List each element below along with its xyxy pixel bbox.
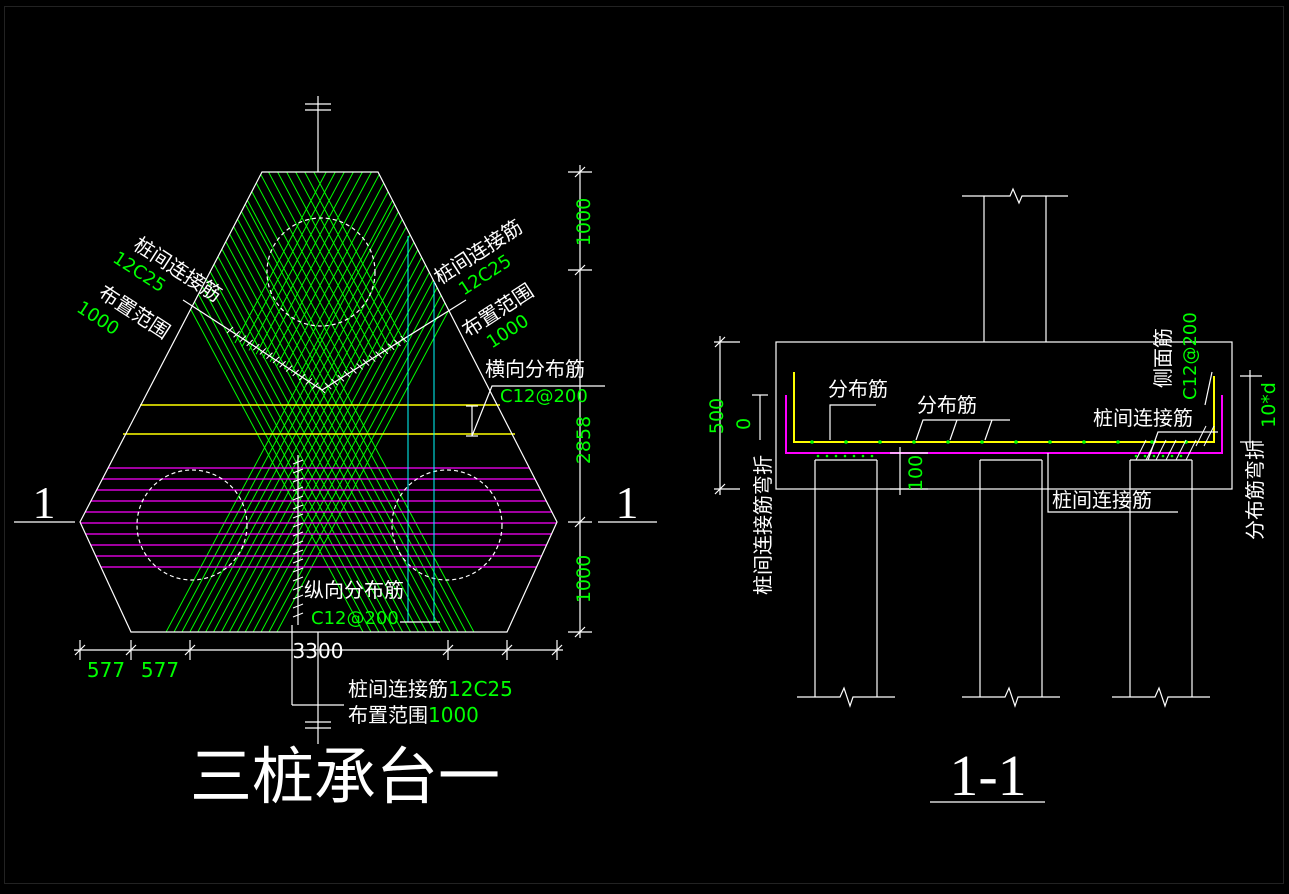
leader-dist-1 bbox=[829, 404, 876, 440]
dim-width: 3300 bbox=[293, 639, 344, 663]
section-dims-left bbox=[714, 336, 928, 495]
horizontal-mesh bbox=[80, 467, 557, 568]
section-cut-right: 1 bbox=[598, 477, 657, 528]
pile-top bbox=[266, 217, 376, 327]
leader-dist-2 bbox=[915, 419, 1010, 441]
section-cut-left: 1 bbox=[14, 477, 75, 528]
pile-bar-lower-label: 桩间连接筋 bbox=[1052, 488, 1152, 512]
dim-top: 1000 bbox=[573, 198, 595, 246]
dim-middle: 2858 bbox=[573, 416, 595, 464]
leader-side bbox=[1204, 371, 1213, 406]
leader-pile-lower bbox=[1047, 453, 1178, 513]
section-view: 500 0 100 10*d 分布筋 分布筋 侧面筋 C12@200 桩间连接筋… bbox=[706, 187, 1280, 808]
bend-value: 10*d bbox=[1258, 382, 1280, 428]
pile-hatch bbox=[1135, 425, 1215, 461]
dim-bottom: 1000 bbox=[573, 555, 595, 603]
column bbox=[962, 187, 1068, 342]
pile-left bbox=[136, 469, 248, 581]
dist-bend-vertical: 分布筋弯折 bbox=[1243, 440, 1267, 540]
dim-chain-bottom bbox=[74, 640, 563, 660]
pile-bar-upper-label: 桩间连接筋 bbox=[1093, 406, 1193, 430]
transverse-name: 横向分布筋 bbox=[485, 357, 585, 381]
magenta-bottom-bar bbox=[785, 395, 1223, 454]
leader-pile-upper bbox=[1147, 431, 1218, 461]
longitudinal-spec: C12@200 bbox=[311, 608, 399, 629]
svg-text:1: 1 bbox=[33, 477, 56, 528]
column-axis-bottom bbox=[305, 632, 331, 744]
cap-outline bbox=[79, 171, 558, 633]
rebar-dots bbox=[810, 440, 1188, 458]
plan-view: 1000 2858 1000 3300 577 577 1 bbox=[14, 96, 657, 812]
dim-chain-right bbox=[568, 165, 592, 638]
plan-title: 三桩承台一 bbox=[190, 744, 500, 812]
transverse-leader bbox=[471, 385, 605, 437]
tie-bar-leaders bbox=[182, 299, 467, 706]
side-bar-name: 侧面筋 bbox=[1151, 328, 1175, 388]
side-bar-spec: C12@200 bbox=[1180, 312, 1201, 400]
cap-section bbox=[775, 341, 1233, 490]
transverse-spec: C12@200 bbox=[500, 386, 588, 407]
dist-bar-label-2: 分布筋 bbox=[917, 393, 977, 417]
bottom-range-label: 布置范围1000 bbox=[348, 703, 479, 727]
longitudinal-name: 纵向分布筋 bbox=[304, 578, 404, 602]
section-title: 1-1 bbox=[949, 743, 1026, 808]
dim-edge-2: 577 bbox=[141, 658, 179, 682]
dim-edge-1: 577 bbox=[87, 658, 125, 682]
section-piles bbox=[797, 459, 1210, 708]
sec-dim-zero: 0 bbox=[733, 418, 755, 430]
section-dims-right bbox=[1240, 370, 1262, 448]
rebar-hatch-bands bbox=[112, 172, 528, 632]
sec-dim-cover: 100 bbox=[905, 455, 927, 491]
column-axis-top bbox=[305, 96, 331, 172]
pile-bend-vertical: 桩间连接筋弯折 bbox=[751, 455, 775, 595]
bottom-tie-label: 桩间连接筋12C25 bbox=[348, 677, 513, 701]
pile-right bbox=[391, 469, 503, 581]
svg-text:1: 1 bbox=[616, 477, 639, 528]
yellow-dist-bar bbox=[793, 372, 1215, 443]
sec-dim-height: 500 bbox=[706, 398, 728, 434]
dist-bar-label-1: 分布筋 bbox=[828, 377, 888, 401]
